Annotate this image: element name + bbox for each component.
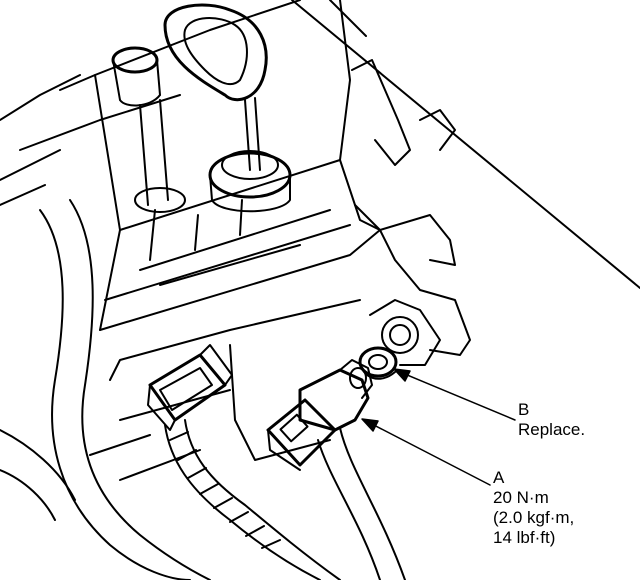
callout-a-letter: A (493, 468, 505, 487)
callout-b-note: Replace. (518, 420, 586, 439)
mounting-bracket (351, 59, 471, 366)
dipstick-seal (208, 150, 292, 213)
breather-tube (111, 46, 186, 213)
callout-a-torque-kgf: (2.0 kgf·m, (493, 508, 575, 527)
left-hose-outline (0, 199, 211, 580)
wiring-connector (147, 344, 233, 431)
dipstick (163, 3, 268, 171)
background-structure-lines (0, 0, 640, 289)
housing-panel-lines (89, 344, 331, 481)
callout-b-letter: B (518, 400, 530, 419)
callout-b-label: B Replace. (518, 400, 585, 440)
arrowhead-a (361, 418, 379, 432)
callout-a-torque-nm: 20 N·m (493, 488, 549, 507)
callout-a-torque-lbf: 14 lbf·ft) (493, 528, 556, 547)
arrowhead-b (393, 368, 411, 382)
callout-a-label: A 20 N·m (2.0 kgf·m, 14 lbf·ft) (493, 468, 574, 548)
sealing-washer (358, 346, 398, 380)
pressure-switch (266, 359, 373, 471)
leader-a (367, 421, 491, 486)
wiring-harness (164, 419, 406, 580)
leader-b (399, 371, 516, 421)
leader-lines (361, 368, 516, 486)
